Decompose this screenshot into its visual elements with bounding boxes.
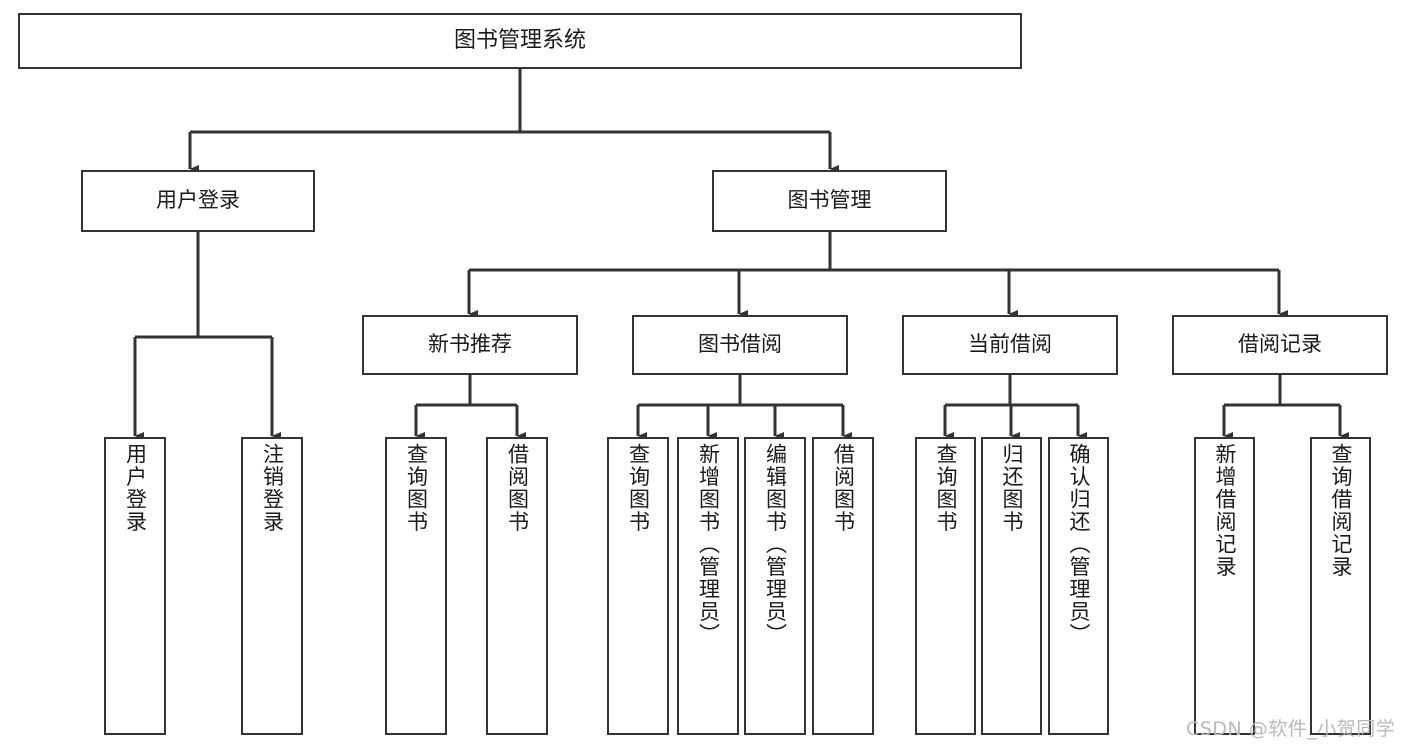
node-label: 用户登录 [123,443,148,533]
node-label: 查询借阅记录 [1329,443,1353,578]
node-label: 图书借阅 [698,332,782,357]
node-label: 注销登录 [260,443,285,533]
node-label: 确认归还（管理员） [1067,443,1091,646]
node-label: 新增图书（管理员） [696,443,721,646]
leaf-node-leaf-add-book[interactable]: 新增图书（管理员） [677,437,739,735]
node-label: 新增借阅记录 [1213,443,1237,578]
node-label: 归还图书 [1000,443,1024,533]
level3-node-borrow-record[interactable]: 借阅记录 [1172,315,1388,375]
leaf-node-leaf-return-book[interactable]: 归还图书 [981,437,1042,735]
leaf-node-leaf-edit-book[interactable]: 编辑图书（管理员） [744,437,806,735]
node-label: 借阅记录 [1238,332,1322,357]
leaf-node-leaf-user-logout[interactable]: 注销登录 [241,437,303,735]
leaf-node-leaf-borrow-book-2[interactable]: 借阅图书 [812,437,874,735]
node-label: 新书推荐 [428,332,512,357]
node-label: 用户登录 [156,188,240,213]
level3-node-book-borrow[interactable]: 图书借阅 [632,315,848,375]
leaf-node-leaf-add-record[interactable]: 新增借阅记录 [1194,437,1255,735]
leaf-node-leaf-query-book-2[interactable]: 查询图书 [607,437,669,735]
node-label: 编辑图书（管理员） [763,443,788,646]
node-label: 图书管理系统 [453,27,586,53]
node-label: 图书管理 [787,188,872,213]
node-label: 查询图书 [934,443,958,533]
root-node-root[interactable]: 图书管理系统 [18,13,1022,69]
leaf-node-leaf-borrow-book-1[interactable]: 借阅图书 [486,437,548,735]
leaf-node-leaf-confirm-return[interactable]: 确认归还（管理员） [1048,437,1109,735]
node-label: 查询图书 [404,443,429,533]
node-label: 借阅图书 [831,443,856,533]
level2-node-user-login[interactable]: 用户登录 [81,170,315,232]
node-label: 当前借阅 [968,332,1052,357]
node-label: 借阅图书 [505,443,530,533]
node-label: 查询图书 [626,443,651,533]
leaf-node-leaf-query-record[interactable]: 查询借阅记录 [1310,437,1371,735]
level2-node-book-manage[interactable]: 图书管理 [712,170,947,232]
leaf-node-leaf-query-book-3[interactable]: 查询图书 [915,437,976,735]
wire-group [133,69,1350,441]
level3-node-current-borrow[interactable]: 当前借阅 [902,315,1118,375]
leaf-node-leaf-query-book-1[interactable]: 查询图书 [385,437,447,735]
leaf-node-leaf-user-login[interactable]: 用户登录 [104,437,166,735]
watermark-text: CSDN @软件_小贺同学 [1186,718,1396,740]
level3-node-new-book-recommend[interactable]: 新书推荐 [362,315,578,375]
